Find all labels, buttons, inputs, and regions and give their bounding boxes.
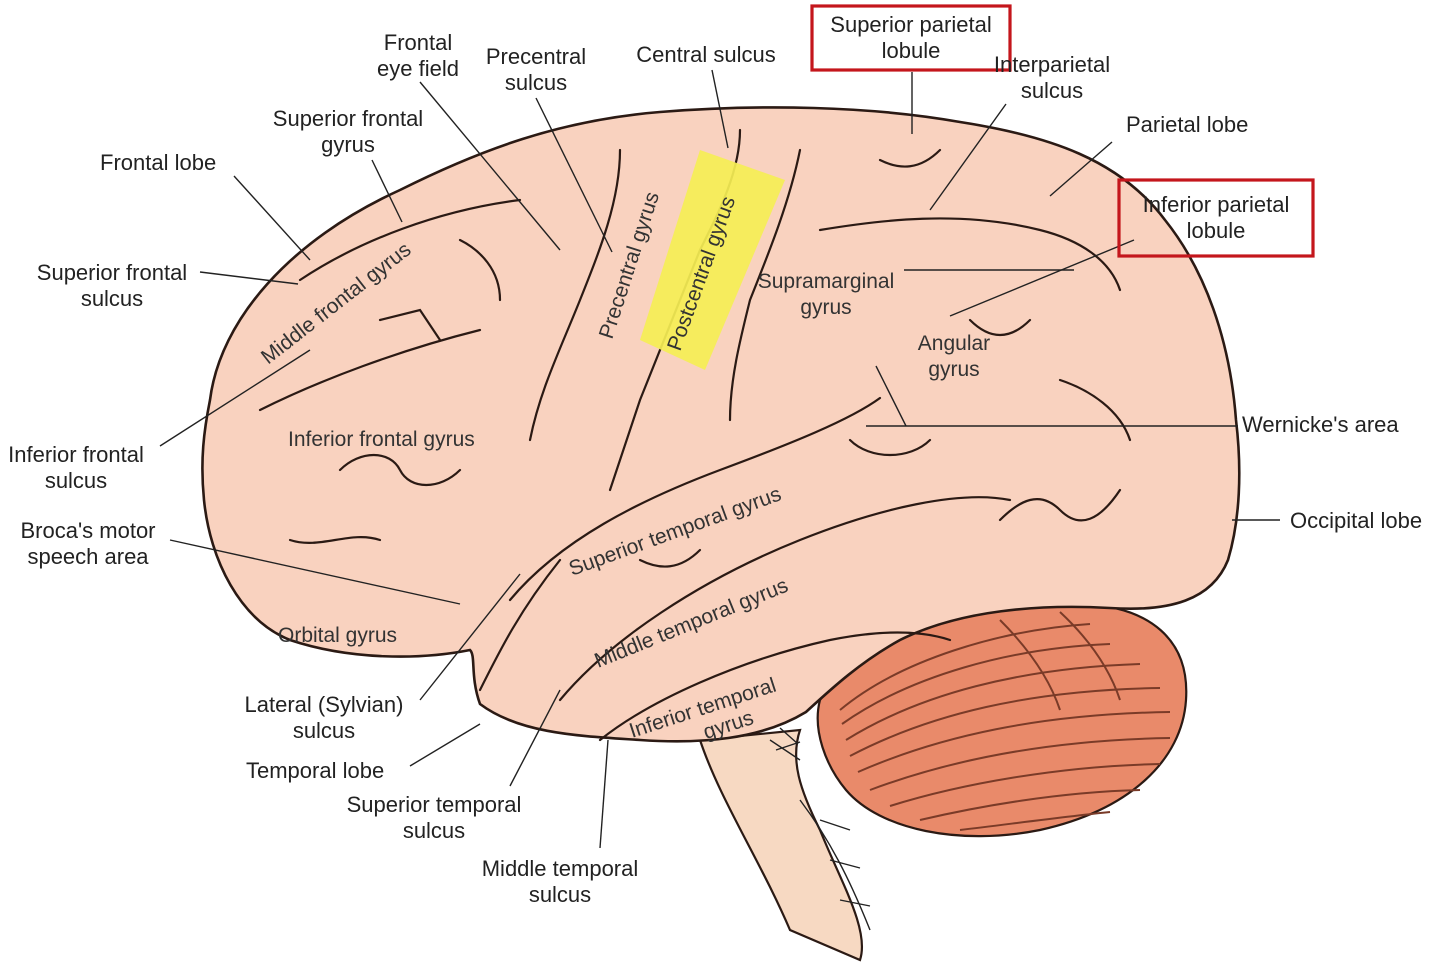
superior-parietal-lobule-line-2: lobule: [882, 38, 941, 63]
middle-temporal-sulcus-line-1: Middle temporal: [482, 856, 639, 881]
superior-temporal-sulcus-line-2: sulcus: [403, 818, 465, 843]
angular-gyrus-line-1: Angular: [918, 332, 990, 355]
inferior-frontal-sulcus-line-2: sulcus: [45, 468, 107, 493]
label-parietal-lobe: Parietal lobe: [1126, 112, 1248, 137]
precentral-sulcus-line-1: Precentral: [486, 44, 586, 69]
inferior-parietal-lobule-line-1: Inferior parietal: [1143, 192, 1290, 217]
label-frontal-lobe: Frontal lobe: [100, 150, 216, 175]
brocas-area-line-1: Broca's motor: [20, 518, 155, 543]
label-inferior-frontal-gyrus: Inferior frontal gyrus: [288, 428, 475, 451]
label-occipital-lobe: Occipital lobe: [1290, 508, 1422, 533]
superior-temporal-sulcus-line-1: Superior temporal: [347, 792, 522, 817]
cerebrum: [201, 106, 1241, 743]
interparietal-sulcus-line-2: sulcus: [1021, 78, 1083, 103]
inferior-parietal-lobule-box: [1117, 178, 1315, 258]
postcentral-gyrus-highlight: [640, 150, 785, 370]
leader-lines: [159, 69, 1280, 849]
frontal-eye-field-line-2: eye field: [377, 56, 459, 81]
label-supramarginal-gyrus: Supramarginal gyrus: [758, 270, 895, 319]
inferior-parietal-lobule-line-2: lobule: [1187, 218, 1246, 243]
superior-parietal-lobule-box: [810, 4, 1012, 72]
middle-temporal-sulcus-line-2: sulcus: [529, 882, 591, 907]
superior-parietal-lobule-line-1: Superior parietal: [830, 12, 991, 37]
superior-frontal-gyrus-line-1: Superior frontal: [273, 106, 423, 131]
superior-frontal-gyrus-line-2: gyrus: [321, 132, 375, 157]
supramarginal-gyrus-line-1: Supramarginal: [758, 270, 895, 293]
cerebellum: [816, 602, 1188, 838]
supramarginal-gyrus-line-2: gyrus: [800, 296, 851, 319]
frontal-eye-field-line-1: Frontal: [384, 30, 452, 55]
label-angular-gyrus: Angular gyrus: [918, 332, 990, 381]
precentral-sulcus-line-2: sulcus: [505, 70, 567, 95]
lateral-sulcus-line-2: sulcus: [293, 718, 355, 743]
label-temporal-lobe: Temporal lobe: [246, 758, 384, 783]
lateral-sulcus-line-1: Lateral (Sylvian): [245, 692, 404, 717]
brainstem: [698, 727, 871, 962]
superior-frontal-sulcus-line-1: Superior frontal: [37, 260, 187, 285]
label-wernickes-area: Wernicke's area: [1242, 412, 1399, 437]
label-central-sulcus: Central sulcus: [636, 42, 775, 67]
angular-gyrus-line-2: gyrus: [928, 358, 979, 381]
label-orbital-gyrus: Orbital gyrus: [278, 624, 397, 647]
interparietal-sulcus-line-1: Interparietal: [994, 52, 1110, 77]
superior-frontal-sulcus-line-2: sulcus: [81, 286, 143, 311]
label-lateral-sulcus: Lateral (Sylvian)sulcus: [245, 692, 404, 743]
inferior-frontal-sulcus-line-1: Inferior frontal: [8, 442, 144, 467]
brocas-area-line-2: speech area: [27, 544, 149, 569]
